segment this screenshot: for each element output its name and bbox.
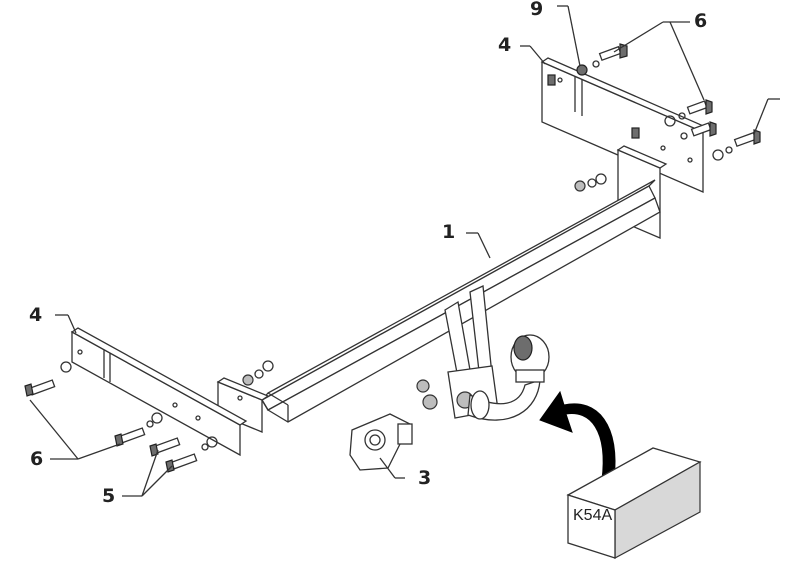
tube-right-nuts <box>574 173 607 192</box>
right-mounting-bracket <box>540 57 710 193</box>
label-6-left: 6 <box>30 448 44 470</box>
socket-plate <box>349 413 413 471</box>
top-right-bolt-set-middle <box>664 99 717 140</box>
tow-ball <box>510 334 550 383</box>
left-bolt-set <box>24 361 218 473</box>
label-3: 3 <box>418 467 432 489</box>
leader-lines <box>29 5 780 497</box>
label-9: 9 <box>530 0 544 20</box>
kit-box <box>566 447 702 560</box>
left-end-plate <box>216 377 270 433</box>
label-4-left: 4 <box>29 304 43 326</box>
tube-left-nuts <box>242 360 274 386</box>
curved-arrow-icon <box>539 390 616 481</box>
label-1: 1 <box>442 221 456 243</box>
kit-code-label: K54A <box>573 507 613 524</box>
main-cross-tube <box>261 179 661 423</box>
left-mounting-bracket <box>70 327 248 457</box>
top-right-bolt-set-lower <box>712 129 761 161</box>
label-6-top: 6 <box>694 10 708 32</box>
label-4-top: 4 <box>498 34 512 56</box>
label-5: 5 <box>102 485 116 507</box>
